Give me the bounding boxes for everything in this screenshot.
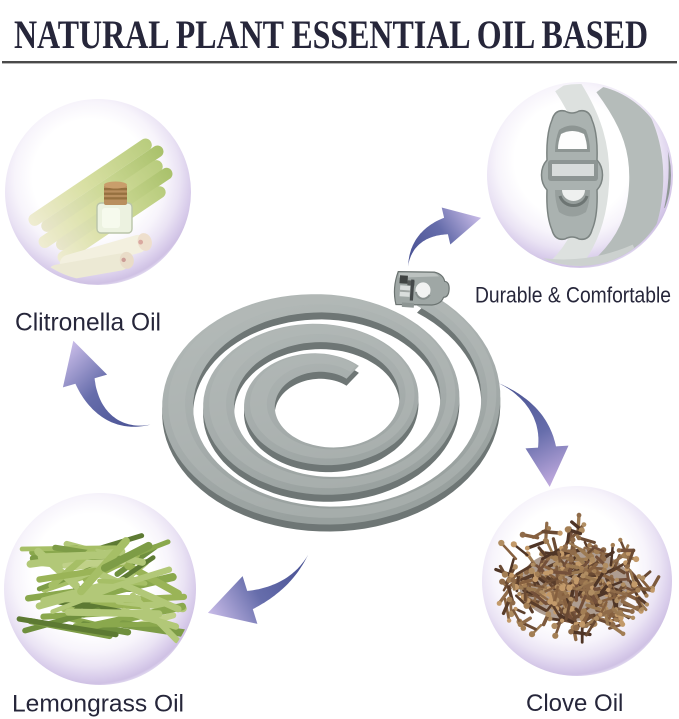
svg-text:Durable & Comfortable: Durable & Comfortable (475, 282, 671, 307)
svg-text:Lemongrass Oil: Lemongrass Oil (12, 691, 184, 718)
svg-text:Clove Oil: Clove Oil (526, 690, 623, 717)
svg-text:NATURAL PLANT ESSENTIAL OIL BA: NATURAL PLANT ESSENTIAL OIL BASED (14, 12, 648, 57)
svg-text:Clitronella Oil: Clitronella Oil (15, 309, 161, 337)
